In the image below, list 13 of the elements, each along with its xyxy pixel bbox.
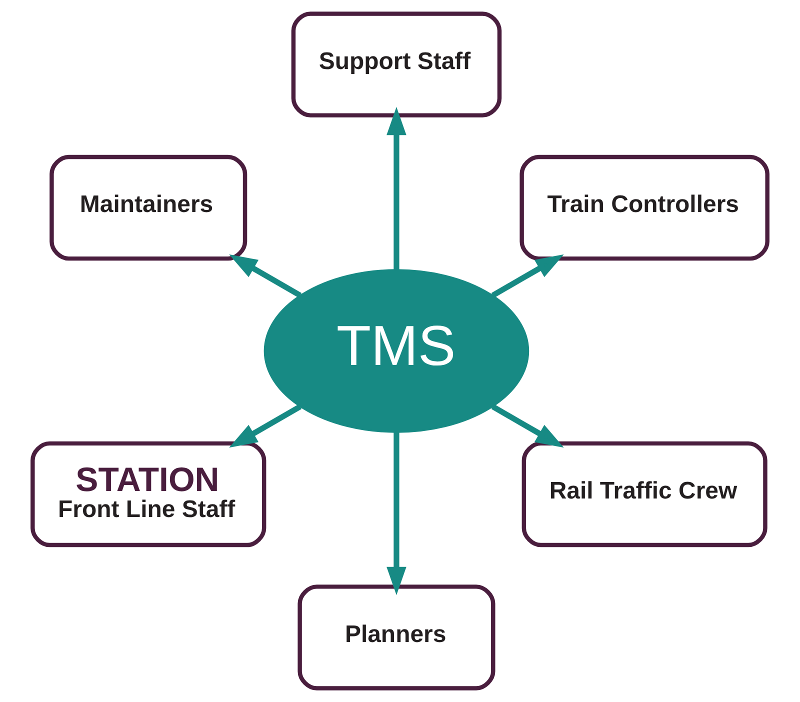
arrow (491, 254, 564, 298)
node-box: Maintainers (50, 154, 248, 261)
node-box: Support Staff (291, 12, 502, 118)
node-box: Train Controllers (520, 154, 770, 261)
arrow (491, 404, 564, 448)
node-box: Planners (298, 584, 496, 690)
node-box: Rail Traffic Crew (522, 441, 768, 548)
node-ellipse: TMS (264, 269, 530, 433)
arrow (386, 432, 406, 596)
arrow (229, 404, 302, 448)
arrow (229, 254, 302, 298)
node-box: STATION Front Line Staff (30, 441, 266, 548)
arrow (386, 106, 406, 270)
